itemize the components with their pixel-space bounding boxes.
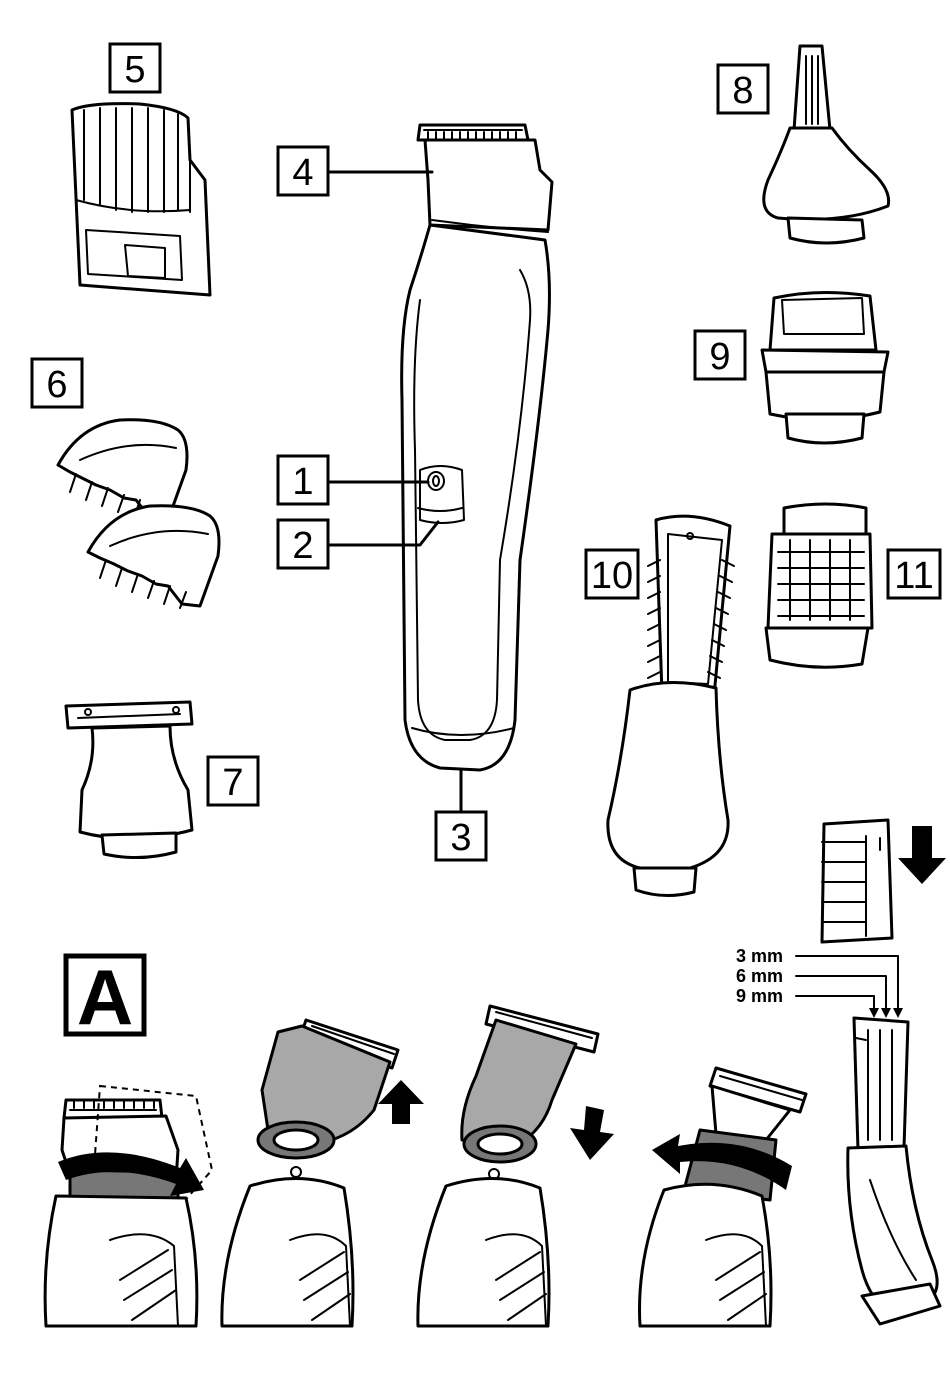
length-label-6mm: 6 mm xyxy=(736,966,783,986)
main-trimmer-body xyxy=(402,125,552,770)
svg-text:4: 4 xyxy=(292,152,313,194)
length-label-3mm: 3 mm xyxy=(736,946,783,966)
step-1-twist-off xyxy=(45,1086,212,1326)
callout-4: 4 xyxy=(278,147,328,195)
svg-text:10: 10 xyxy=(591,555,633,597)
comb-slide-illustration xyxy=(822,820,946,942)
callout-3: 3 xyxy=(436,812,486,860)
callout-6: 6 xyxy=(32,359,82,407)
callout-5: 5 xyxy=(110,44,160,92)
svg-text:11: 11 xyxy=(894,555,933,597)
svg-text:7: 7 xyxy=(222,762,243,804)
svg-text:5: 5 xyxy=(124,49,145,91)
guide-combs-6 xyxy=(58,420,219,608)
body-comb-11 xyxy=(766,504,872,667)
svg-text:8: 8 xyxy=(732,70,753,112)
comb-length-labels: 3 mm 6 mm 9 mm xyxy=(736,946,903,1018)
callout-11: 11 xyxy=(888,550,940,598)
svg-text:1: 1 xyxy=(292,461,313,503)
callout-7: 7 xyxy=(208,757,258,805)
svg-text:6: 6 xyxy=(46,364,67,406)
svg-text:9: 9 xyxy=(709,336,730,378)
callout-2: 2 xyxy=(278,520,328,568)
step-3-attach xyxy=(418,1006,614,1326)
callout-1: 1 xyxy=(278,456,328,504)
svg-text:A: A xyxy=(77,953,133,1041)
groomer-with-comb xyxy=(848,1018,940,1324)
step-2-lift-off xyxy=(222,1020,424,1326)
arrow-down-icon-2 xyxy=(570,1106,614,1160)
arrow-down-icon xyxy=(898,826,946,884)
arrow-up-icon xyxy=(378,1080,424,1124)
section-label-a: A xyxy=(66,953,144,1041)
length-label-9mm: 9 mm xyxy=(736,986,783,1006)
nose-trimmer-head-8 xyxy=(764,46,889,243)
callout-8: 8 xyxy=(718,65,768,113)
shaver-head-9 xyxy=(762,292,888,443)
step-4-twist-on xyxy=(640,1068,807,1326)
callout-9: 9 xyxy=(695,331,745,379)
guide-comb-5 xyxy=(72,104,210,295)
callout-10: 10 xyxy=(586,550,638,598)
svg-text:3: 3 xyxy=(450,817,471,859)
svg-text:2: 2 xyxy=(292,525,313,567)
wide-trimmer-head-7 xyxy=(66,702,192,858)
